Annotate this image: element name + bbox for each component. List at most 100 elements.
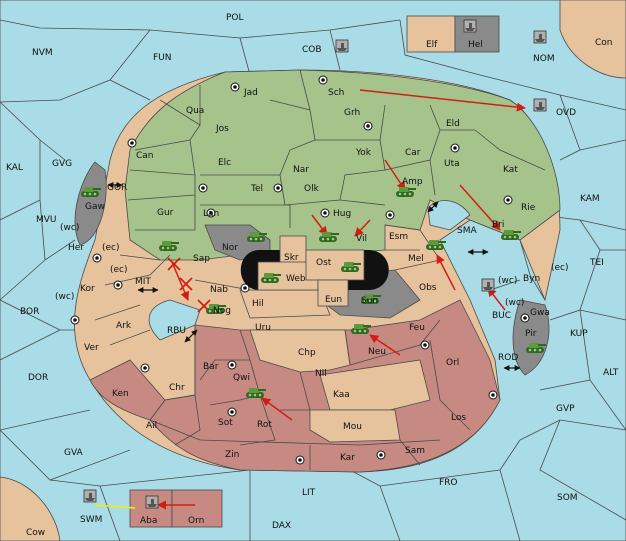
sea-label-dor: DOR — [28, 373, 48, 383]
province-label-gur: Gur — [157, 208, 174, 218]
province-label-neu: Neu — [368, 347, 386, 357]
sea-label-alt: ALT — [603, 368, 619, 378]
red-arrow-icon — [354, 219, 371, 237]
province-label-feu: Feu — [409, 323, 425, 333]
green-tank-icon — [246, 388, 266, 398]
province-boundaries — [94, 69, 546, 470]
province-label-car: Car — [405, 148, 421, 158]
double-arrow-icon — [427, 201, 439, 213]
province-label-uru: Uru — [255, 323, 271, 333]
coast-label-her-wc: (wc) — [60, 223, 79, 233]
coast-label-byn-wc: (wc) — [498, 276, 517, 286]
supply-center-icon — [385, 210, 395, 220]
supply-center-icon — [363, 121, 373, 131]
province-orn[interactable] — [171, 489, 223, 528]
province-label-sun: Sun — [361, 296, 378, 306]
ship-icon — [83, 489, 97, 503]
red-arrow-icon — [487, 287, 506, 311]
province-label-nab: Nab — [210, 285, 228, 295]
coast-label-gwa-wc: (wc) — [505, 298, 524, 308]
province-label-chr: Chr — [169, 383, 185, 393]
supply-center-icon — [92, 253, 102, 263]
province-label-obs: Obs — [419, 283, 437, 293]
province-label-jos: Jos — [215, 124, 229, 134]
sea-label-tei: TEI — [589, 258, 604, 268]
province-label-ost: Ost — [316, 258, 332, 268]
sea-label-kam: KAM — [580, 194, 600, 204]
support-line — [94, 504, 136, 509]
province-skr[interactable] — [279, 235, 307, 267]
province-hel[interactable] — [454, 15, 500, 53]
province-gaw[interactable] — [74, 161, 107, 246]
province-label-nil: Nil — [315, 369, 327, 379]
red-arrow-icon — [261, 397, 293, 421]
supply-center-icon — [113, 280, 123, 290]
red-x-icon — [167, 257, 181, 271]
province-label-orn: Orn — [188, 516, 204, 526]
province-label-qua: Qua — [186, 106, 204, 116]
green-tank-icon — [351, 324, 371, 334]
supply-center-icon — [227, 407, 237, 417]
province-label-amp: Amp — [402, 177, 423, 187]
province-eun[interactable] — [317, 279, 349, 307]
sea-label-ovd: OVD — [556, 108, 576, 118]
province-label-aba: Aba — [140, 516, 157, 526]
province-elf[interactable] — [406, 15, 456, 53]
province-label-eun: Eun — [325, 295, 342, 305]
province-label-sap: Sap — [193, 254, 210, 264]
green-tank-icon — [341, 262, 361, 272]
green-tank-icon — [159, 241, 179, 251]
supply-center-icon — [376, 450, 386, 460]
red-arrow-icon — [171, 261, 190, 301]
province-ken[interactable] — [89, 359, 166, 421]
sea-label-pol: POL — [226, 13, 244, 23]
province-label-ail: Ail — [146, 421, 157, 431]
province-label-gaw: Gaw — [85, 202, 105, 212]
province-kaa[interactable] — [319, 359, 431, 411]
coast-label-kor-ec: (ec) — [110, 265, 128, 275]
province-label-kar: Kar — [340, 453, 355, 463]
province-label-mou: Mou — [343, 422, 362, 432]
sea-label-nvm: NVM — [32, 48, 53, 58]
province-label-tel: Tel — [250, 184, 263, 194]
coast-label-kor-wc: (wc) — [55, 292, 74, 302]
province-mou[interactable] — [309, 409, 401, 443]
sea-label-fro: FRO — [439, 478, 458, 488]
ship-icon — [145, 495, 159, 509]
province-label-pir: Pir — [525, 329, 537, 339]
red-arrow-icon — [459, 184, 501, 231]
supply-center-icon — [140, 363, 150, 373]
province-label-ark: Ark — [116, 321, 132, 331]
province-label-elc: Elc — [218, 158, 231, 168]
province-label-con: Con — [595, 38, 613, 48]
province-label-nor: Nor — [222, 243, 238, 253]
supply-center-icon — [227, 360, 237, 370]
province-label-elf: Elf — [426, 40, 438, 50]
province-labels: Elf Hel Jad Sch Qua Jos Grh Eld Can Elc … — [68, 40, 550, 526]
province-label-mel: Mel — [408, 254, 424, 264]
supply-center-icon — [127, 138, 137, 148]
supply-center-icon — [295, 455, 305, 465]
province-label-ver: Ver — [84, 343, 99, 353]
dislodged — [167, 257, 211, 313]
province-label-bar: Bar — [203, 362, 219, 372]
ship-icon — [463, 19, 477, 33]
green-tank-icon — [501, 230, 521, 240]
province-label-hug: Hug — [333, 209, 351, 219]
province-label-nar: Nar — [293, 165, 309, 175]
sea-label-rod: ROD — [498, 353, 518, 363]
province-label-qwi: Qwi — [233, 373, 250, 383]
supply-center-icon — [318, 75, 328, 85]
province-label-can: Can — [136, 151, 154, 161]
supply-center-icon — [520, 313, 530, 323]
province-label-gwa: Gwa — [530, 308, 550, 318]
sea-label-gvp: GVP — [556, 404, 575, 414]
sea-label-gva: GVA — [64, 448, 84, 458]
province-label-sot: Sot — [218, 418, 233, 428]
supply-center-icon — [273, 183, 283, 193]
sea-label-gvg: GVG — [52, 159, 72, 169]
sea-labels: POL COB NVM FUN NOM Con OVD KAL GVG GOR … — [6, 13, 619, 538]
red-arrow-icon — [436, 254, 456, 291]
sea-label-bor: BOR — [20, 307, 39, 317]
